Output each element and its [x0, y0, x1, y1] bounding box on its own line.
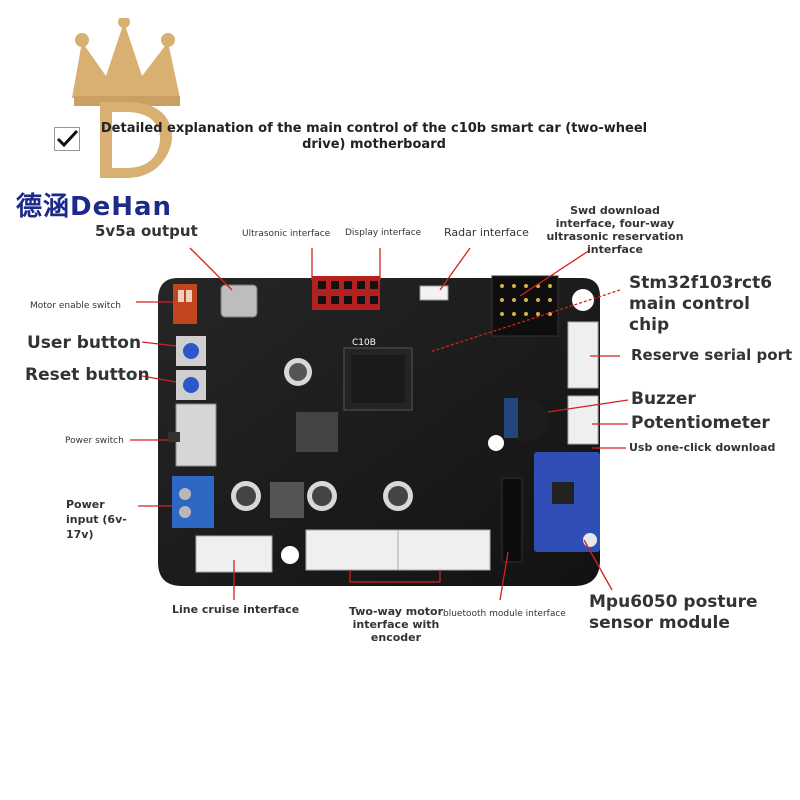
board-label: C10B	[352, 338, 376, 348]
serial-port-connector	[567, 321, 599, 389]
mounting-hole	[488, 435, 504, 451]
label-line-cruise: Line cruise interface	[172, 603, 300, 616]
label-reset-button: Reset button	[25, 365, 150, 385]
d-letter-icon	[100, 102, 172, 178]
label-radar-interface: Radar interface	[444, 226, 529, 239]
power-switch-part	[175, 403, 217, 467]
label-mpu6050: Mpu6050 posture sensor module	[589, 592, 758, 633]
label-motor-interface: Two-way motor interface with encoder	[348, 605, 444, 644]
motor-connector-a	[305, 529, 399, 571]
label-5v5a-output: 5v5a output	[95, 222, 198, 240]
label-ultrasonic-interface: Ultrasonic interface	[242, 229, 331, 239]
inductor	[270, 482, 304, 518]
capacitor	[284, 358, 312, 386]
capacitor	[307, 481, 337, 511]
crown-icon	[72, 18, 180, 106]
callout-lines	[130, 247, 629, 601]
label-mcu-chip: Stm32f103rct6 main control chip	[629, 273, 773, 335]
mounting-hole	[572, 289, 594, 311]
bluetooth-header	[501, 477, 523, 563]
mounting-hole	[281, 546, 299, 564]
power-terminal-block	[172, 476, 214, 528]
label-bluetooth-interface: bluetooth module interface	[443, 609, 566, 619]
motor-connector-b	[397, 529, 491, 571]
inductor	[296, 412, 338, 452]
brand-name: 德涵DeHan	[16, 192, 173, 222]
label-motor-enable-switch: Motor enable switch	[30, 301, 121, 311]
page-title: Detailed explanation of the main control…	[100, 121, 648, 152]
label-display-interface: Display interface	[345, 228, 422, 238]
capacitor	[231, 481, 261, 511]
checkbox-icon	[54, 127, 80, 151]
potentiometer-connector	[567, 395, 599, 445]
label-power-input: Power input (6v-17v)	[66, 498, 127, 541]
label-user-button: User button	[27, 333, 142, 353]
label-buzzer: Buzzer	[631, 389, 696, 409]
pcb-board	[158, 278, 600, 586]
label-usb-download: Usb one-click download	[629, 441, 776, 454]
label-potentiometer: Potentiometer	[631, 413, 770, 433]
label-power-switch: Power switch	[65, 436, 124, 446]
brand-logo	[72, 18, 180, 178]
radar-connector	[419, 285, 449, 301]
label-swd-interface: Swd download interface, four-way ultraso…	[546, 204, 684, 256]
usb-c-port	[220, 284, 258, 318]
motor-enable-switch-part	[173, 284, 197, 324]
capacitor	[383, 481, 413, 511]
label-reserve-serial-port: Reserve serial port	[631, 346, 793, 364]
